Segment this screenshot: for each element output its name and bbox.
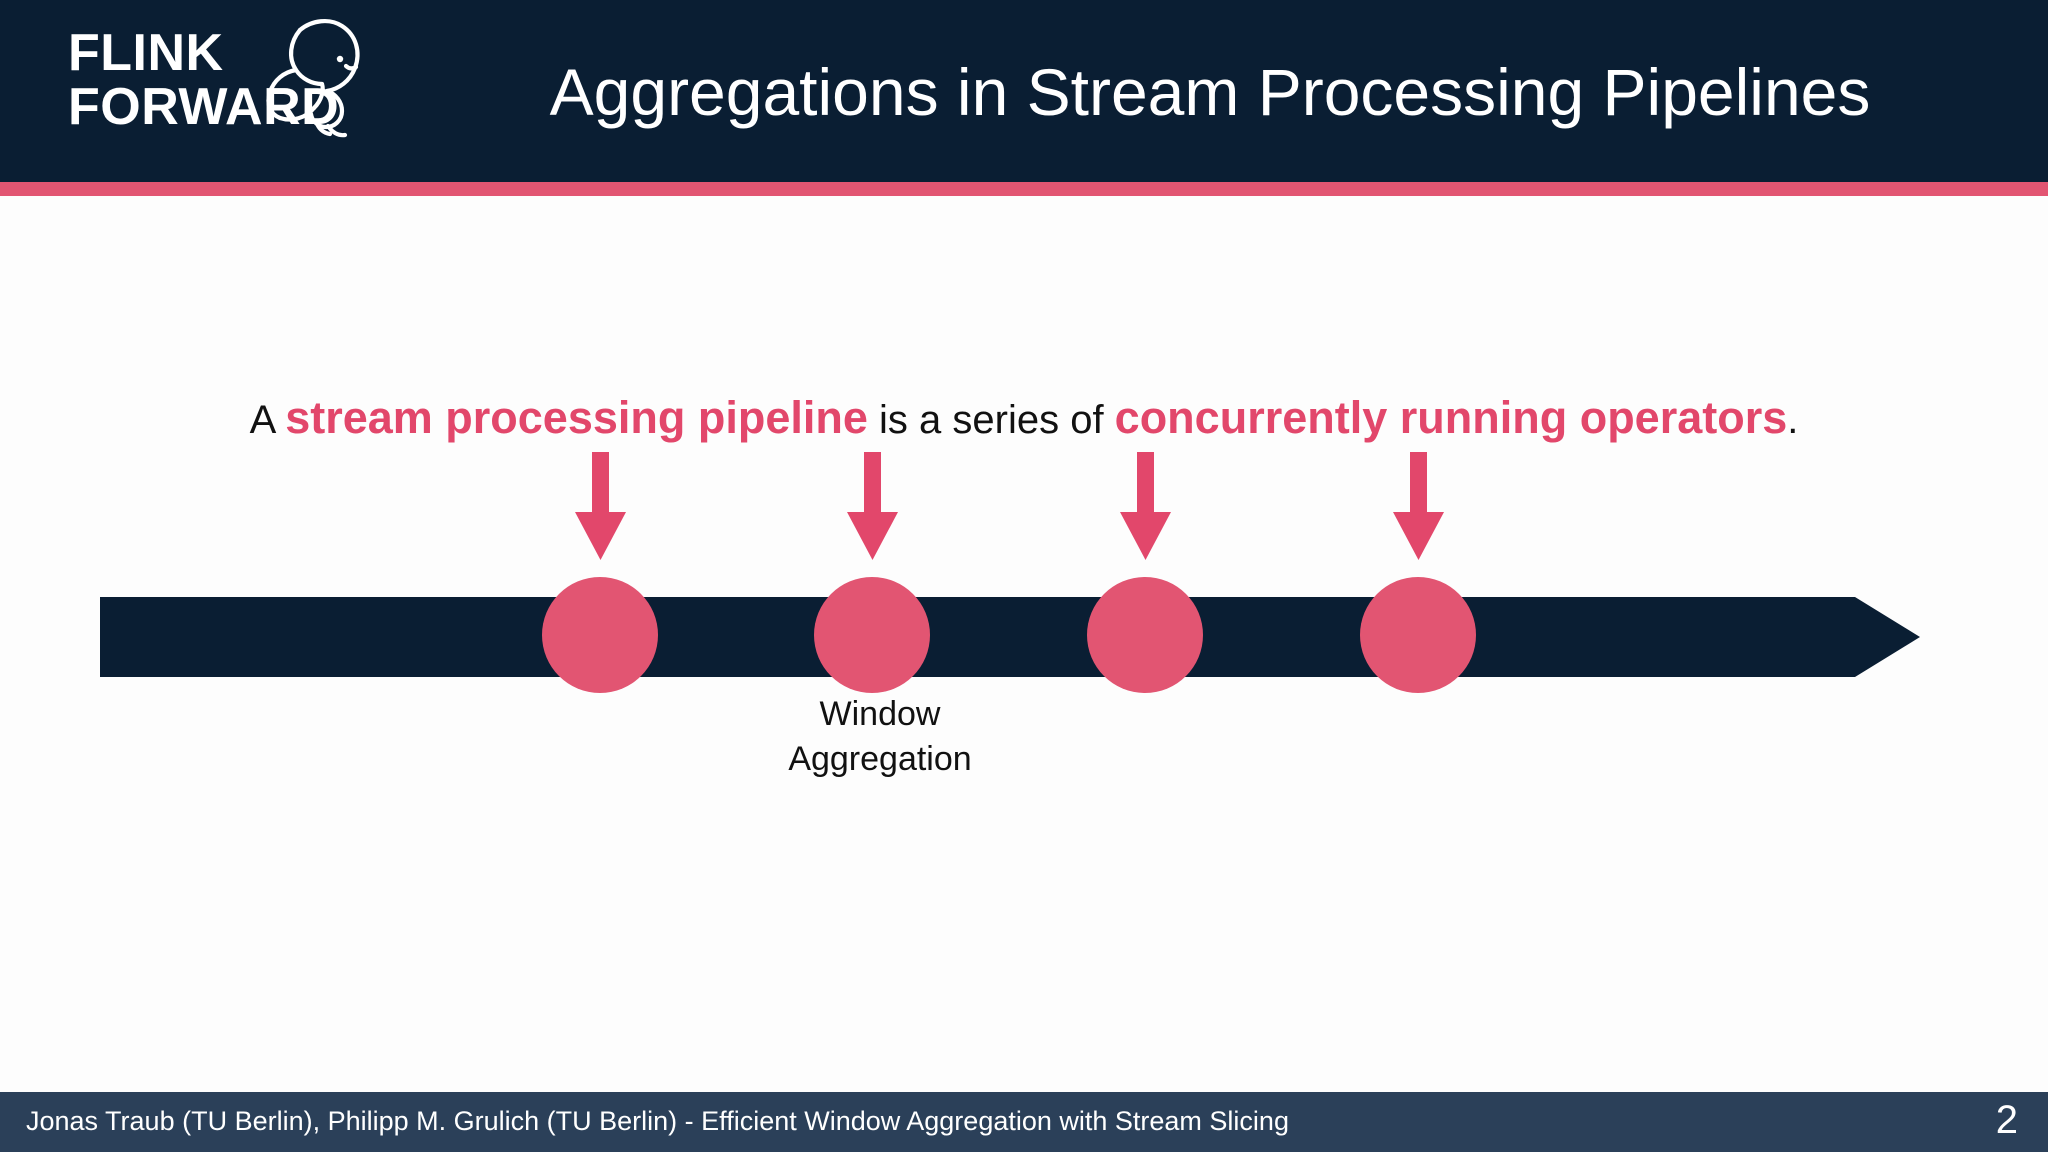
window-aggregation-label-line-1: Window <box>819 695 941 733</box>
window-aggregation-label: Window Aggregation <box>745 692 1015 782</box>
squirrel-icon <box>266 19 360 138</box>
operator-arrow-2 <box>847 452 898 560</box>
footer-citation: Jonas Traub (TU Berlin), Philipp M. Grul… <box>26 1106 1289 1136</box>
header-band <box>0 0 2048 182</box>
statement-highlight-operators: concurrently running operators <box>1114 392 1788 443</box>
page-number: 2 <box>1995 1098 2018 1142</box>
statement-line: A stream processing pipeline is a series… <box>0 392 2048 444</box>
stream-bar <box>100 597 1920 677</box>
statement-part-2: is a series of <box>867 398 1115 442</box>
flink-forward-logo: FLINK FORWARD <box>68 14 388 164</box>
operator-node-4 <box>1360 577 1476 693</box>
footer-band <box>0 1092 2048 1152</box>
operator-node-3 <box>1087 577 1203 693</box>
operator-arrow-3 <box>1120 452 1171 560</box>
statement-part-1: A <box>249 398 286 442</box>
statement-part-3: . <box>1787 398 1799 442</box>
logo-line-flink: FLINK <box>68 24 224 82</box>
operator-arrow-4 <box>1393 452 1444 560</box>
pipeline-svg <box>100 452 1920 693</box>
page-title: Aggregations in Stream Processing Pipeli… <box>549 55 1871 129</box>
logo-wordmark: FLINK FORWARD <box>68 24 340 136</box>
window-aggregation-label-line-2: Aggregation <box>788 740 972 778</box>
pipeline-diagram <box>0 440 2048 760</box>
header-accent-stripe <box>0 182 2048 196</box>
operator-node-1 <box>542 577 658 693</box>
statement-highlight-pipeline: stream processing pipeline <box>285 392 868 443</box>
operator-arrow-1 <box>575 452 626 560</box>
operator-node-2 <box>814 577 930 693</box>
logo-line-forward: FORWARD <box>68 78 340 136</box>
